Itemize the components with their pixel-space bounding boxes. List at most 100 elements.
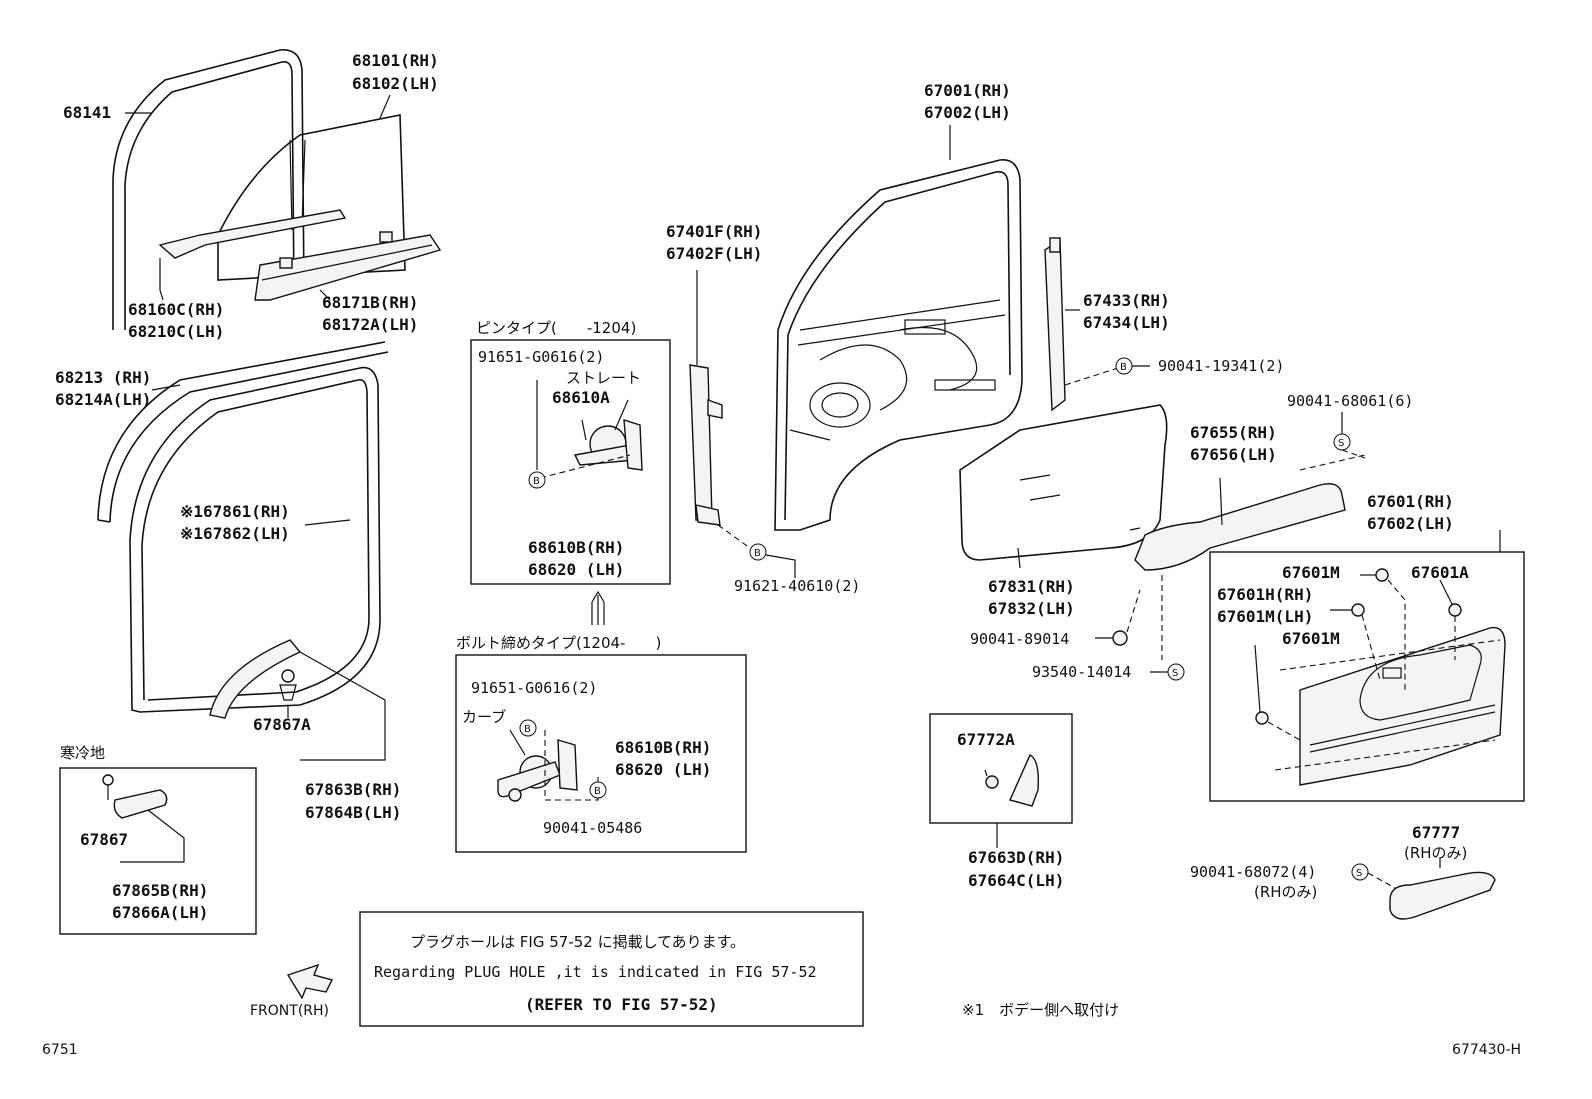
- page-id-left: 6751: [42, 1042, 78, 1058]
- label-90041-05486: 90041-05486: [543, 819, 642, 837]
- label-68210C: 68210C(LH): [128, 322, 224, 341]
- door-trim-board-67601: [1254, 568, 1506, 786]
- clip-90041-89014: [1095, 589, 1141, 646]
- bolt-marker: B: [594, 786, 601, 797]
- note-japanese: プラグホールは FIG 57-52 に掲載してあります。: [410, 933, 745, 951]
- label-68214A: 68214A(LH): [55, 390, 151, 409]
- label-straight: ストレート: [566, 369, 641, 387]
- label-cold-region: 寒冷地: [60, 744, 105, 762]
- label-68171B: 68171B(RH): [322, 293, 418, 312]
- label-67777: 67777: [1412, 823, 1460, 842]
- label-90041-68072: 90041-68072(4): [1190, 863, 1316, 881]
- label-67866A: 67866A(LH): [112, 903, 208, 922]
- note-reference: (REFER TO FIG 57-52): [525, 995, 718, 1014]
- cold-region-box: [59, 767, 257, 935]
- bolt-marker: B: [754, 548, 761, 559]
- label-68610B-b: 68610B(RH): [615, 738, 711, 757]
- label-68141: 68141: [63, 103, 111, 122]
- label-curve: カーブ: [462, 708, 506, 726]
- label-68172A: 68172A(LH): [322, 315, 418, 334]
- label-67602: 67602(LH): [1367, 514, 1454, 533]
- label-67655: 67655(RH): [1190, 423, 1277, 442]
- footnote: ※1 ボデー側へ取付け: [962, 1001, 1119, 1019]
- note-english: Regarding PLUG HOLE ,it is indicated in …: [374, 963, 817, 981]
- armrest-67655: [1129, 454, 1366, 660]
- note-box: [359, 911, 864, 1027]
- door-hinge-67401F: [689, 270, 751, 549]
- mirror-cover-box: [929, 713, 1073, 824]
- bolt-type-box: [455, 654, 747, 853]
- screw-marker: S: [1172, 668, 1178, 679]
- pin-type-box: [470, 339, 671, 585]
- glass-run-68141: [112, 49, 305, 330]
- label-67832: 67832(LH): [988, 599, 1075, 618]
- label-68101: 68101(RH): [352, 51, 439, 70]
- label-67867A: 67867A: [253, 715, 311, 734]
- label-67664C: 67664C(LH): [968, 871, 1064, 890]
- label-67865B: 67865B(RH): [112, 881, 208, 900]
- label-93540: 93540-14014: [1032, 663, 1131, 681]
- label-rh-only-b: (RHのみ): [1254, 883, 1317, 901]
- door-check-pin-type: [536, 380, 643, 479]
- label-67002: 67002(LH): [924, 103, 1011, 122]
- label-67601M-lh: 67601M(LH): [1217, 607, 1313, 626]
- label-67001: 67001(RH): [924, 81, 1011, 100]
- label-68102: 68102(LH): [352, 74, 439, 93]
- garnish-67777: [1367, 871, 1496, 920]
- label-91651-a: 91651-G0616(2): [478, 348, 604, 366]
- front-door-panel-67001: [774, 125, 1023, 531]
- label-68620-a: 68620 (LH): [528, 560, 624, 579]
- clip-67867A: [279, 669, 297, 701]
- division-bar-68160: [158, 209, 347, 259]
- label-67831: 67831(RH): [988, 577, 1075, 596]
- label-67402F: 67402F(LH): [666, 244, 762, 263]
- label-67601A: 67601A: [1411, 563, 1469, 582]
- label-68160C: 68160C(RH): [128, 300, 224, 319]
- front-arrow-icon: [286, 963, 334, 1000]
- cold-region-parts: [102, 774, 185, 863]
- rear-channel-67433: [1044, 237, 1119, 412]
- bolt-marker: B: [533, 476, 540, 487]
- door-check-bolt-type: [497, 729, 599, 802]
- label-67601M-a: 67601M: [1282, 563, 1340, 582]
- label-68610B-a: 68610B(RH): [528, 538, 624, 557]
- door-glass-68101: [217, 114, 406, 281]
- label-67864B: 67864B(LH): [305, 803, 401, 822]
- bolt-marker: B: [1120, 362, 1127, 373]
- label-67601: 67601(RH): [1367, 492, 1454, 511]
- label-front: FRONT(RH): [250, 1003, 329, 1019]
- label-67862: ※167862(LH): [180, 524, 290, 543]
- page-id-right: 677430-H: [1452, 1042, 1521, 1058]
- label-pin-type: ピンタイプ( -1204): [476, 319, 636, 337]
- label-rh-only-a: (RHのみ): [1404, 844, 1467, 862]
- door-trim-box: [1209, 551, 1525, 802]
- glass-channel-68171: [254, 231, 442, 301]
- label-90041-19341: 90041-19341(2): [1158, 357, 1284, 375]
- screw-marker: S: [1338, 438, 1344, 449]
- label-91651-b: 91651-G0616(2): [471, 679, 597, 697]
- label-67601M-b: 67601M: [1282, 629, 1340, 648]
- label-68213: 68213 (RH): [55, 368, 151, 387]
- label-67434: 67434(LH): [1083, 313, 1170, 332]
- label-67401F: 67401F(RH): [666, 222, 762, 241]
- label-68610A: 68610A: [552, 388, 610, 407]
- bolt-marker: B: [524, 724, 531, 735]
- label-90041-68061: 90041-68061(6): [1287, 392, 1413, 410]
- screw-marker: S: [1356, 868, 1362, 879]
- label-67656: 67656(LH): [1190, 445, 1277, 464]
- label-67861: ※167861(RH): [180, 502, 290, 521]
- service-hole-cover-67831: [959, 404, 1168, 569]
- mirror-cover-67772A: [984, 754, 1040, 807]
- label-67433: 67433(RH): [1083, 291, 1170, 310]
- label-90041-89014: 90041-89014: [970, 630, 1069, 648]
- label-67863B: 67863B(RH): [305, 780, 401, 799]
- label-67663D: 67663D(RH): [968, 848, 1064, 867]
- door-weatherstrip-67861: [129, 366, 381, 713]
- label-67867: 67867: [80, 830, 128, 849]
- arrow-up-icon: [591, 590, 605, 625]
- label-91621: 91621-40610(2): [734, 577, 860, 595]
- label-bolt-type: ボルト締めタイプ(1204- ): [456, 634, 661, 652]
- label-67601H: 67601H(RH): [1217, 585, 1313, 604]
- label-67772A: 67772A: [957, 730, 1015, 749]
